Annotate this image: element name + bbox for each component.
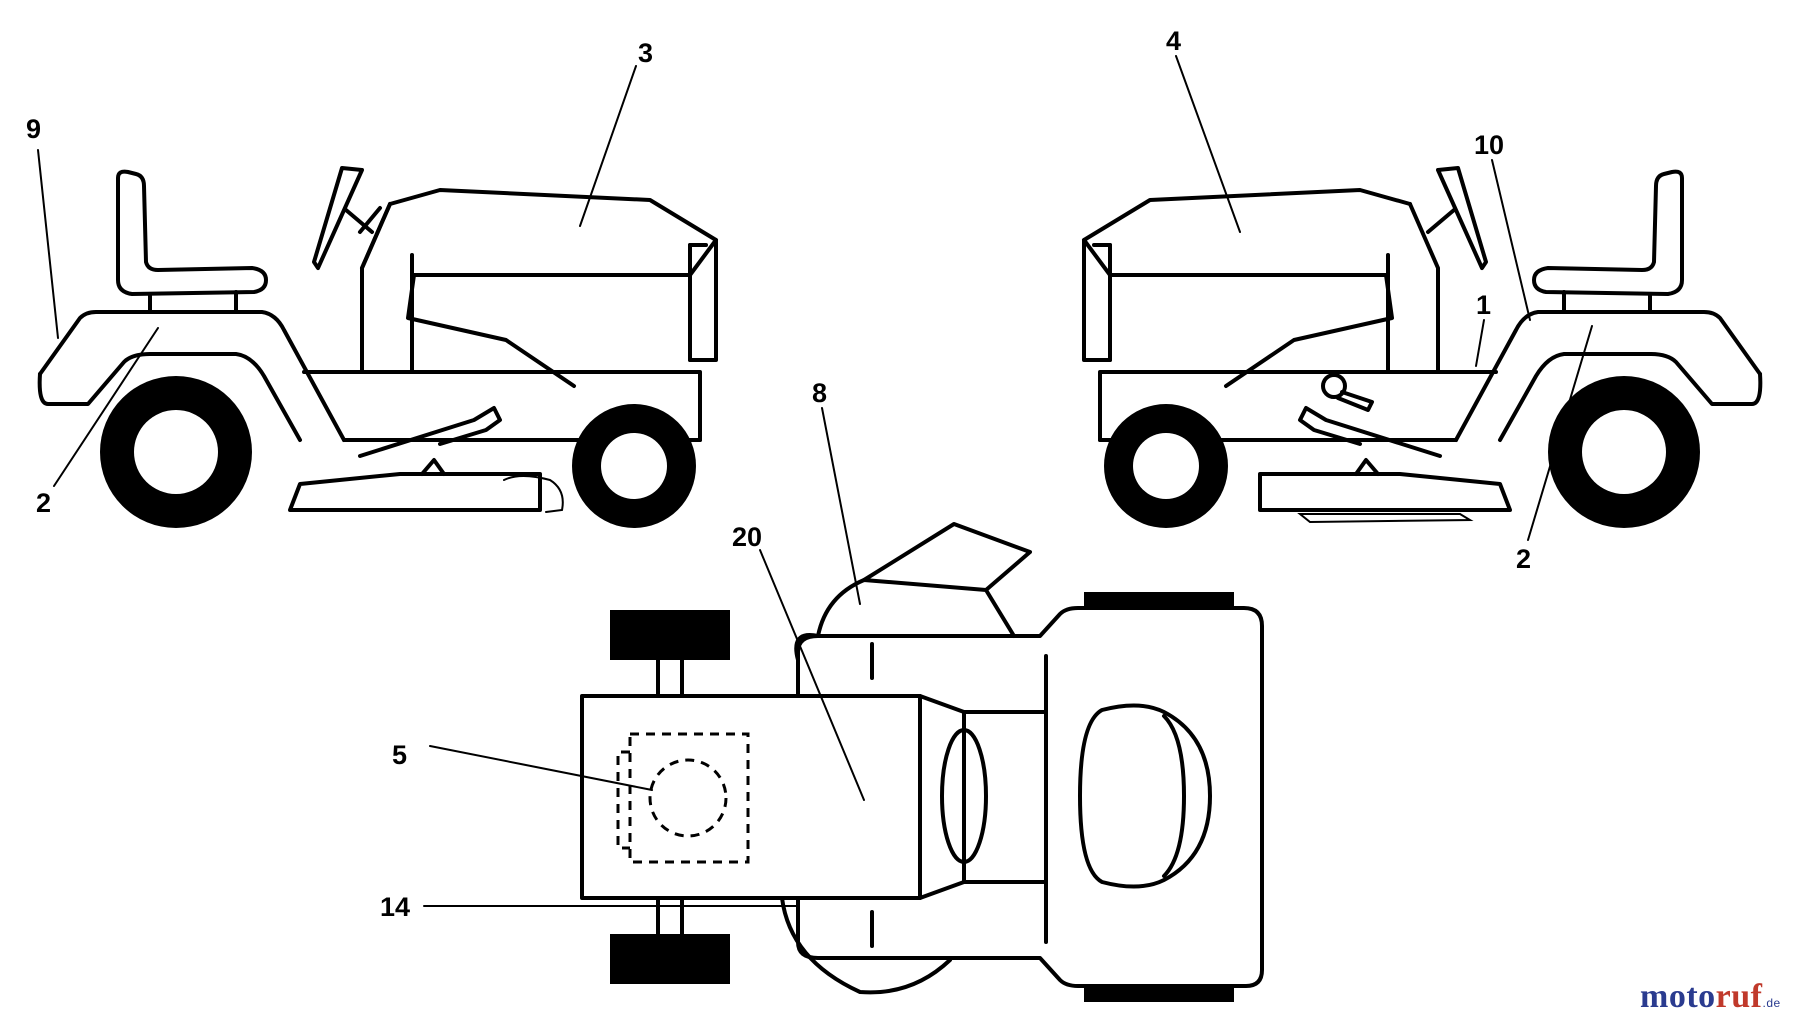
leader-9 (37, 149, 59, 339)
callout-labels: 9 3 2 4 10 1 2 8 20 5 14 (26, 26, 1531, 922)
callout-10: 10 (1474, 130, 1504, 160)
callout-9: 9 (26, 114, 41, 144)
leader-2-right (1527, 325, 1593, 541)
watermark-suffix: .de (1762, 996, 1781, 1010)
leader-5 (429, 745, 653, 791)
leader-20 (759, 549, 865, 801)
callout-8: 8 (812, 378, 827, 408)
leader-8 (821, 407, 861, 605)
callout-5: 5 (392, 740, 407, 770)
leader-2-left (53, 327, 159, 487)
callout-20: 20 (732, 522, 762, 552)
callout-2-right: 2 (1516, 544, 1531, 574)
watermark-logo: motoruf.de (1640, 978, 1781, 1016)
callout-14: 14 (380, 892, 410, 922)
callout-1: 1 (1476, 290, 1491, 320)
leader-4 (1175, 55, 1241, 233)
leader-3 (579, 65, 637, 227)
watermark-part1: moto (1640, 978, 1716, 1015)
watermark-part2: ruf (1715, 978, 1763, 1015)
callout-4: 4 (1166, 26, 1181, 56)
leader-lines (37, 55, 1593, 907)
tractor-top-view (580, 522, 1264, 1002)
callout-2-left: 2 (36, 488, 51, 518)
leader-10 (1491, 159, 1531, 321)
tractor-left-side-view (37, 166, 718, 528)
callout-3: 3 (638, 38, 653, 68)
tractor-right-side-view (1082, 166, 1763, 528)
leader-1 (1475, 319, 1485, 367)
